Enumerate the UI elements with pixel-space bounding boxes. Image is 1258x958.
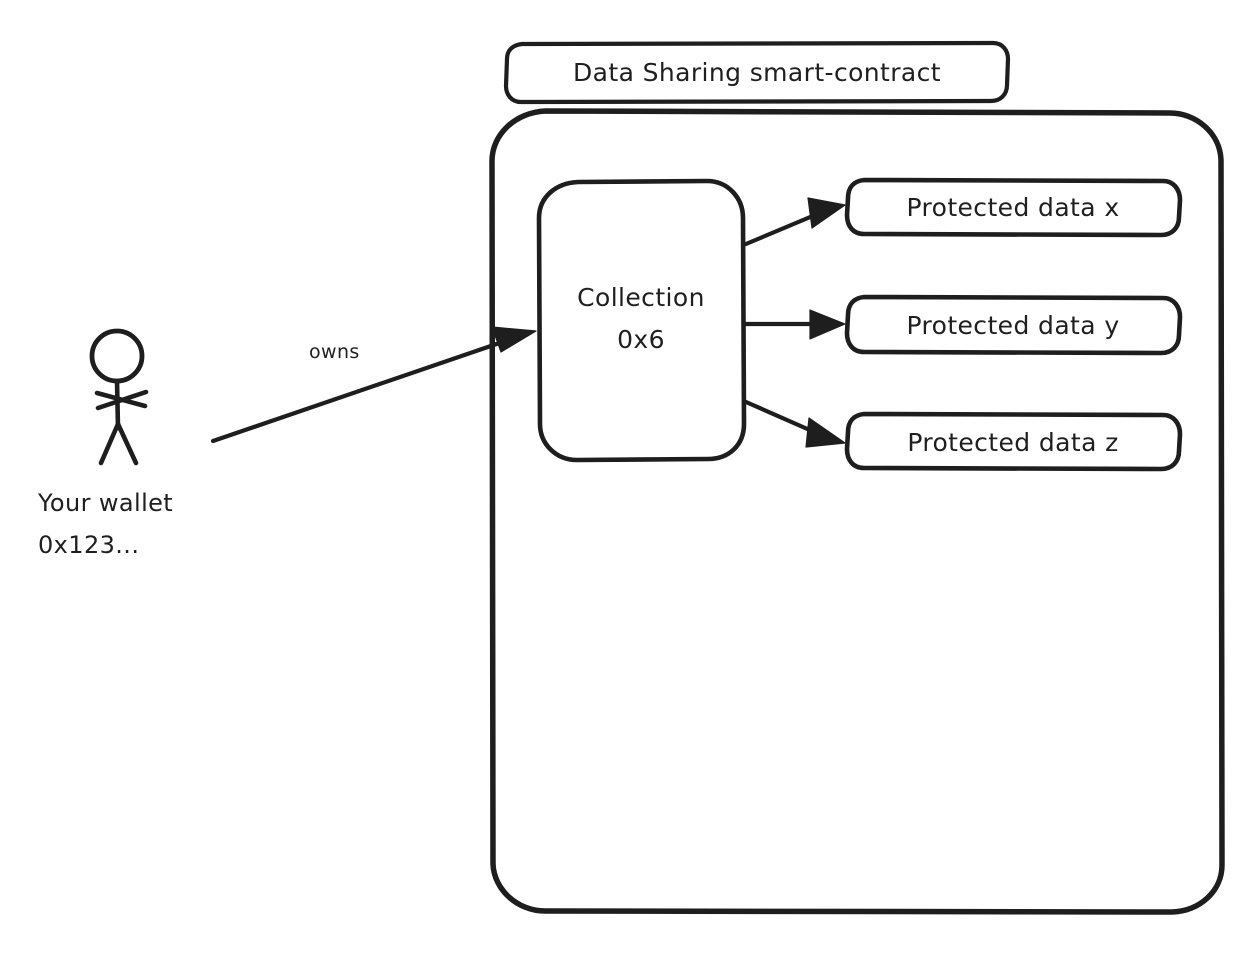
edge-x-arrowhead	[807, 197, 846, 229]
protected-data-x-outline	[844, 177, 1183, 238]
actor-head-icon	[89, 328, 145, 384]
collection-node[interactable]: Collection 0x6	[536, 178, 747, 463]
edge-x-line	[743, 212, 818, 247]
edge-owns-line	[210, 333, 523, 444]
actor-leg-left	[98, 421, 121, 466]
collection-label-line2: 0x6	[617, 325, 665, 354]
container-title-chip[interactable]: Data Sharing smart-contract	[503, 40, 1011, 105]
edge-z-arrowhead	[805, 417, 846, 448]
edge-owns[interactable]: owns	[210, 326, 537, 444]
container-title-text: Data Sharing smart-contract	[573, 58, 941, 87]
edge-owns-label: owns	[309, 341, 360, 363]
protected-data-y-outline	[844, 294, 1183, 356]
wallet-label-line2: 0x123...	[38, 531, 139, 559]
edge-collection-to-z[interactable]	[743, 399, 846, 448]
collection-outline	[536, 178, 747, 463]
wallet-label-line1: Your wallet	[37, 489, 173, 517]
wallet-actor-label: Your wallet 0x123...	[37, 489, 173, 559]
protected-data-x-label: Protected data x	[906, 193, 1119, 222]
edge-collection-to-x[interactable]	[743, 197, 846, 247]
actor-arm-right	[95, 389, 149, 411]
protected-data-z-outline	[844, 411, 1183, 472]
protected-data-z-node[interactable]: Protected data z	[844, 411, 1183, 472]
title-chip-outline	[503, 40, 1011, 105]
actor-leg-right	[115, 421, 139, 466]
edge-collection-to-y[interactable]	[743, 309, 846, 340]
edge-z-line	[743, 399, 815, 434]
edge-owns-arrowhead	[491, 326, 537, 353]
protected-data-y-node[interactable]: Protected data y	[844, 294, 1183, 356]
wallet-actor-figure[interactable]	[89, 328, 149, 466]
edge-y-arrowhead	[809, 309, 846, 340]
protected-data-z-label: Protected data z	[907, 428, 1118, 457]
protected-data-y-label: Protected data y	[906, 311, 1119, 340]
actor-body-line	[114, 378, 121, 431]
collection-label-line1: Collection	[577, 283, 705, 312]
protected-data-x-node[interactable]: Protected data x	[844, 177, 1183, 238]
